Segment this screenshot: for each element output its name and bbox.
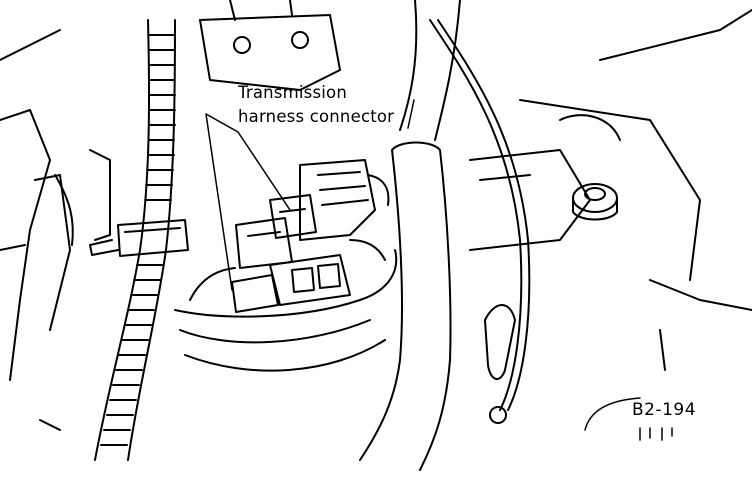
upper-bracket (199, 0, 341, 91)
right-bracket (469, 9, 752, 380)
harness-wires (174, 249, 398, 372)
lower-right-details (584, 397, 673, 441)
figure-id: B2-194 (632, 400, 697, 420)
hex-bolt (572, 183, 618, 221)
brake-line (429, 19, 531, 424)
corrugated-harness-conduit (94, 19, 176, 461)
conduit-clamp (89, 219, 189, 257)
callout-label-line1: Transmission (238, 83, 347, 102)
callout-label-line2: harness connector (238, 107, 395, 126)
transmission-harness-connector (231, 159, 390, 313)
callout-leader-lines (205, 99, 415, 291)
vertical-tube (359, 0, 461, 471)
left-body-panel (0, 29, 111, 431)
